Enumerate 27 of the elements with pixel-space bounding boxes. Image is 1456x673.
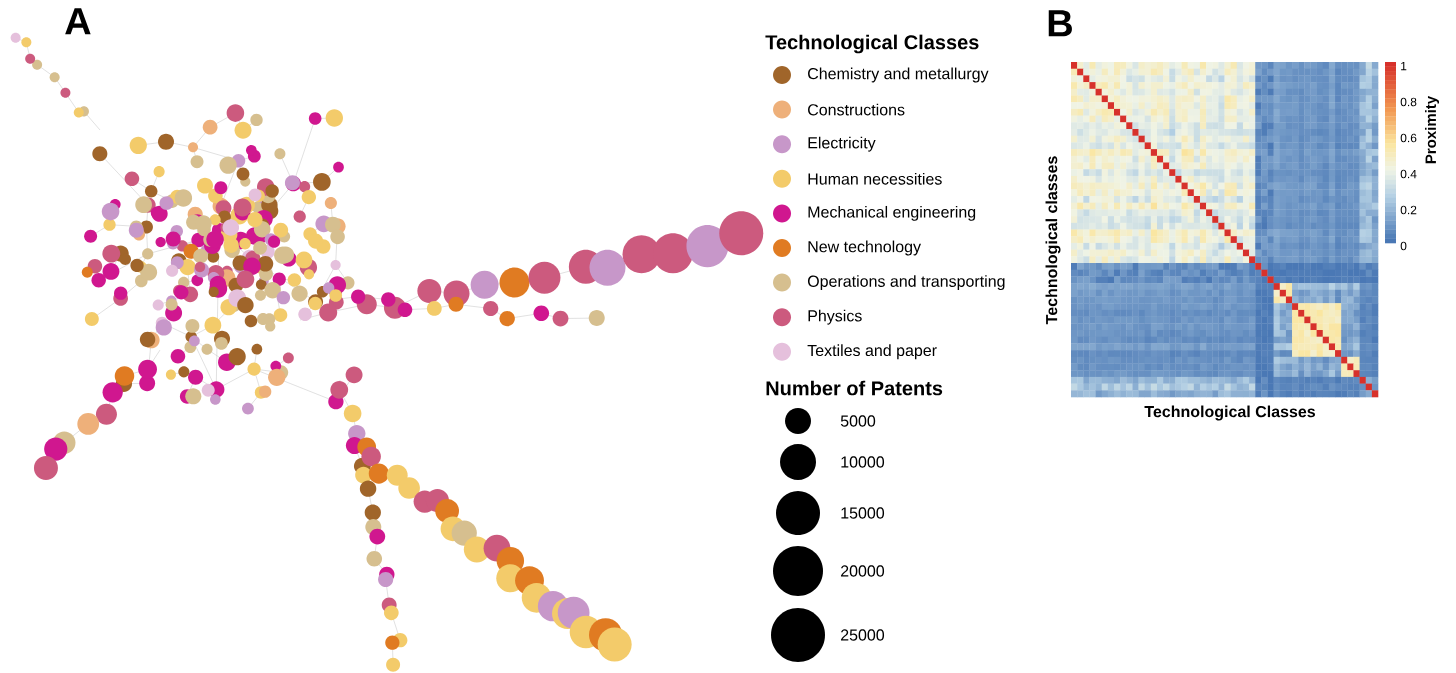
legend-label: 15000 <box>841 507 885 519</box>
axis-title: Technological classes <box>1045 156 1061 325</box>
legend-label: 5000 <box>840 415 876 427</box>
colorbar-tick-label: 0.6 <box>1400 133 1417 143</box>
legend-label: Constructions <box>808 103 905 116</box>
axis-title: Proximity <box>1425 95 1439 164</box>
legend-label: 25000 <box>841 629 885 641</box>
legend-label: New technology <box>808 240 921 256</box>
legend-label: Chemistry and metallurgy <box>808 67 989 83</box>
legend-label: Physics <box>808 309 862 325</box>
legend-label: Electricity <box>808 136 876 152</box>
legend-label: Mechanical engineering <box>808 205 976 221</box>
colorbar-tick-label: 0 <box>1400 241 1407 251</box>
legend-title: Number of Patents <box>766 380 943 396</box>
legend-label: Operations and transporting <box>807 275 1005 291</box>
legend-title: Technological Classes <box>765 34 979 54</box>
legend-label: Human necessities <box>808 172 942 185</box>
panel-letter: A <box>65 8 91 35</box>
colorbar-tick-label: 0.8 <box>1400 97 1417 107</box>
legend-label: 20000 <box>841 565 885 577</box>
panel-letter: B <box>1048 10 1072 37</box>
colorbar-tick-label: 0.4 <box>1400 169 1417 179</box>
colorbar-tick-label: 1 <box>1401 61 1407 71</box>
colorbar-tick-label: 0.2 <box>1400 205 1417 215</box>
axis-title: Technological Classes <box>1144 405 1315 421</box>
legend-label: 10000 <box>841 456 885 468</box>
legend-label: Textiles and paper <box>807 344 937 360</box>
